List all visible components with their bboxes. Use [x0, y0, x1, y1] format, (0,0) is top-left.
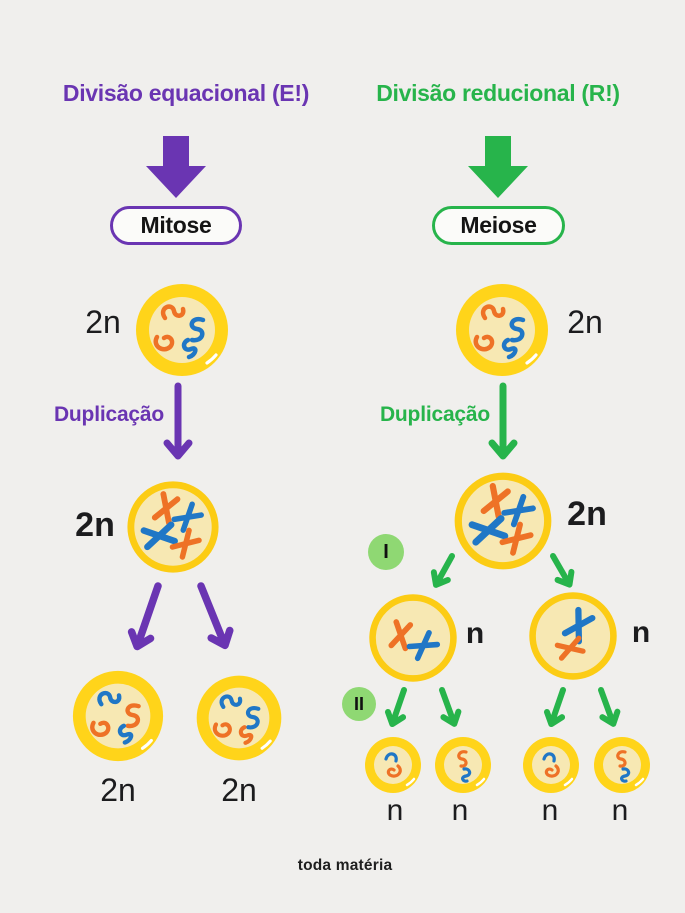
- meiosis-gamete-ploidy-2-label: n: [451, 794, 469, 827]
- meiosis1-ploidy-left-label: n: [465, 617, 485, 650]
- meiose-pill: Meiose: [432, 206, 565, 245]
- mitosis-split-arrow-left-icon: [127, 582, 162, 651]
- meiosis1-arrow-left-icon: [430, 553, 455, 588]
- meiosis-duplication-arrow-icon: [488, 382, 518, 460]
- meiosis2-arrow-2-icon: [439, 687, 462, 727]
- meiosis-duplication-label: Duplicação: [379, 403, 491, 426]
- mitose-pill-label: Mitose: [140, 212, 212, 238]
- mitosis-daughter-cell-2-icon: [196, 675, 282, 761]
- mitosis-daughter-ploidy-2-label: 2n: [221, 772, 257, 808]
- mitosis-title: Divisão equacional (E!): [62, 80, 310, 106]
- meiosis-gamete-2-icon: [435, 737, 491, 793]
- meiosis-parent-ploidy-label: 2n: [567, 304, 603, 340]
- meiosis-division2-badge: II: [342, 687, 376, 721]
- brand-logo: toda matéria: [297, 857, 393, 874]
- meiosis2-arrow-3-icon: [543, 687, 566, 728]
- meiosis-parent-cell-icon: [456, 284, 548, 376]
- mitosis-duplicated-cell-icon: [127, 481, 219, 573]
- mitosis-daughter-cell-1-icon: [72, 670, 164, 762]
- meiosis-down-arrow-icon: [468, 136, 528, 198]
- meiosis-title: Divisão reducional (R!): [376, 80, 620, 106]
- mitosis-parent-ploidy-label: 2n: [85, 304, 121, 340]
- meiosis-gamete-4-icon: [594, 737, 650, 793]
- meiosis-duplicated-cell-icon: [454, 472, 552, 570]
- mitose-pill: Mitose: [110, 206, 242, 245]
- mitosis-parent-cell-icon: [136, 284, 228, 376]
- mitosis-duplication-arrow-icon: [163, 382, 193, 460]
- meiosis-gamete-ploidy-1-label: n: [386, 794, 404, 827]
- mitosis-daughter-ploidy-1-label: 2n: [100, 772, 136, 808]
- meiosis-gamete-ploidy-4-label: n: [611, 794, 629, 827]
- meiosis-gamete-ploidy-3-label: n: [541, 794, 559, 827]
- meiosis-gamete-1-icon: [365, 737, 421, 793]
- mitosis-duplication-label: Duplicação: [53, 403, 165, 426]
- meiose-pill-label: Meiose: [460, 212, 537, 238]
- mitosis-duplicated-ploidy-label: 2n: [75, 506, 115, 544]
- meiosis1-cell-right-icon: [529, 592, 617, 680]
- meiosis1-arrow-right-icon: [550, 553, 575, 588]
- mitosis-down-arrow-icon: [146, 136, 206, 198]
- meiosis1-cell-left-icon: [369, 594, 457, 682]
- meiosis-division2-badge-label: II: [353, 693, 364, 714]
- meiosis1-ploidy-right-label: n: [631, 616, 651, 649]
- meiosis-division1-badge-label: I: [383, 540, 389, 563]
- meiosis2-arrow-4-icon: [598, 687, 621, 727]
- meiosis-division1-badge: I: [368, 534, 404, 570]
- meiosis2-arrow-1-icon: [384, 687, 407, 728]
- mitosis-split-arrow-right-icon: [197, 582, 234, 650]
- meiosis-duplicated-ploidy-label: 2n: [567, 495, 607, 533]
- meiosis-gamete-3-icon: [523, 737, 579, 793]
